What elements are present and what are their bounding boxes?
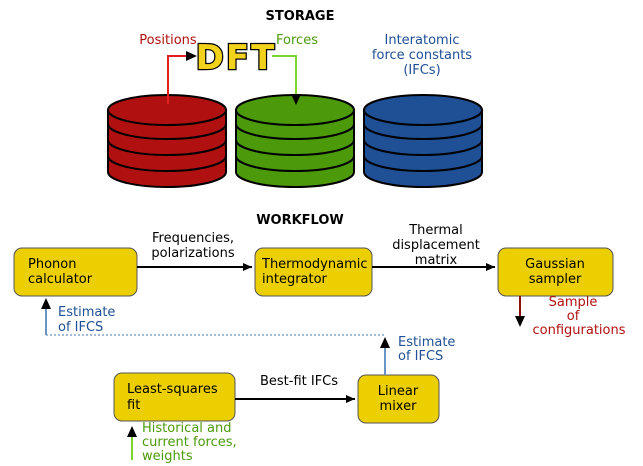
mixer-line1: Linear [378, 384, 419, 399]
sample-arrowhead [515, 316, 525, 327]
estimate-mid-line2: of IFCS [398, 349, 443, 364]
thermal-label-line3: matrix [415, 253, 458, 268]
phonon-calculator-box: Phonon calculator [13, 247, 138, 297]
mixer-line2: mixer [380, 399, 418, 414]
forces-arrow [272, 55, 297, 96]
thermal-label-line1: Thermal [408, 223, 463, 238]
storage-title: STORAGE [266, 9, 335, 24]
gauss-line1: Gaussian [525, 257, 585, 272]
ifc-label-line3: (IFCs) [403, 63, 440, 78]
bestfit-label: Best-fit IFCs [260, 374, 338, 389]
phonon-line2: calculator [28, 272, 93, 287]
thermal-label-line2: displacement [392, 238, 480, 253]
thermo-line2: integrator [262, 272, 328, 287]
dft-logo: DFT [196, 38, 277, 78]
forces-arrowhead [291, 94, 301, 105]
freq-label-line2: polarizations [151, 246, 234, 261]
gaussian-sampler-box: Gaussian sampler [497, 247, 614, 297]
ifc-database-icon [363, 94, 483, 188]
gauss-line2: sampler [529, 272, 582, 287]
linear-mixer-box: Linear mixer [357, 374, 440, 424]
least-squares-fit-box: Least-squares fit [113, 372, 236, 422]
sample-line3: configurations [532, 323, 625, 338]
sample-line1: Sample [549, 295, 598, 310]
ifc-label-line2: force constants [372, 48, 472, 63]
estimate-mid-arrowhead [380, 337, 390, 348]
estimate-top-line1: Estimate [58, 305, 115, 320]
forces-database-icon [235, 94, 355, 188]
estimate-top-line2: of IFCS [58, 320, 103, 335]
positions-arrowhead [186, 51, 197, 61]
estimate-mid-line1: Estimate [398, 335, 455, 350]
ifc-label-line1: Interatomic [385, 33, 460, 48]
freq-label-line1: Frequencies, [152, 231, 234, 246]
estimate-top-arrowhead [41, 298, 51, 309]
lsq-line2: fit [127, 398, 140, 413]
thermodynamic-integrator-box: Thermodynamic integrator [254, 247, 373, 297]
thermo-line1: Thermodynamic [261, 257, 368, 272]
positions-label: Positions [139, 33, 197, 48]
positions-database-icon [107, 94, 227, 188]
workflow-title: WORKFLOW [256, 213, 344, 228]
sample-line2: of [567, 309, 580, 324]
lsq-line1: Least-squares [127, 382, 218, 397]
historical-arrowhead [127, 426, 137, 437]
forces-label: Forces [276, 33, 318, 48]
hist-line2: current forces, [142, 435, 237, 450]
positions-arrow [167, 55, 186, 104]
hist-line1: Historical and [142, 421, 231, 436]
phonon-line1: Phonon [28, 257, 76, 272]
hist-line3: weights [142, 449, 193, 464]
